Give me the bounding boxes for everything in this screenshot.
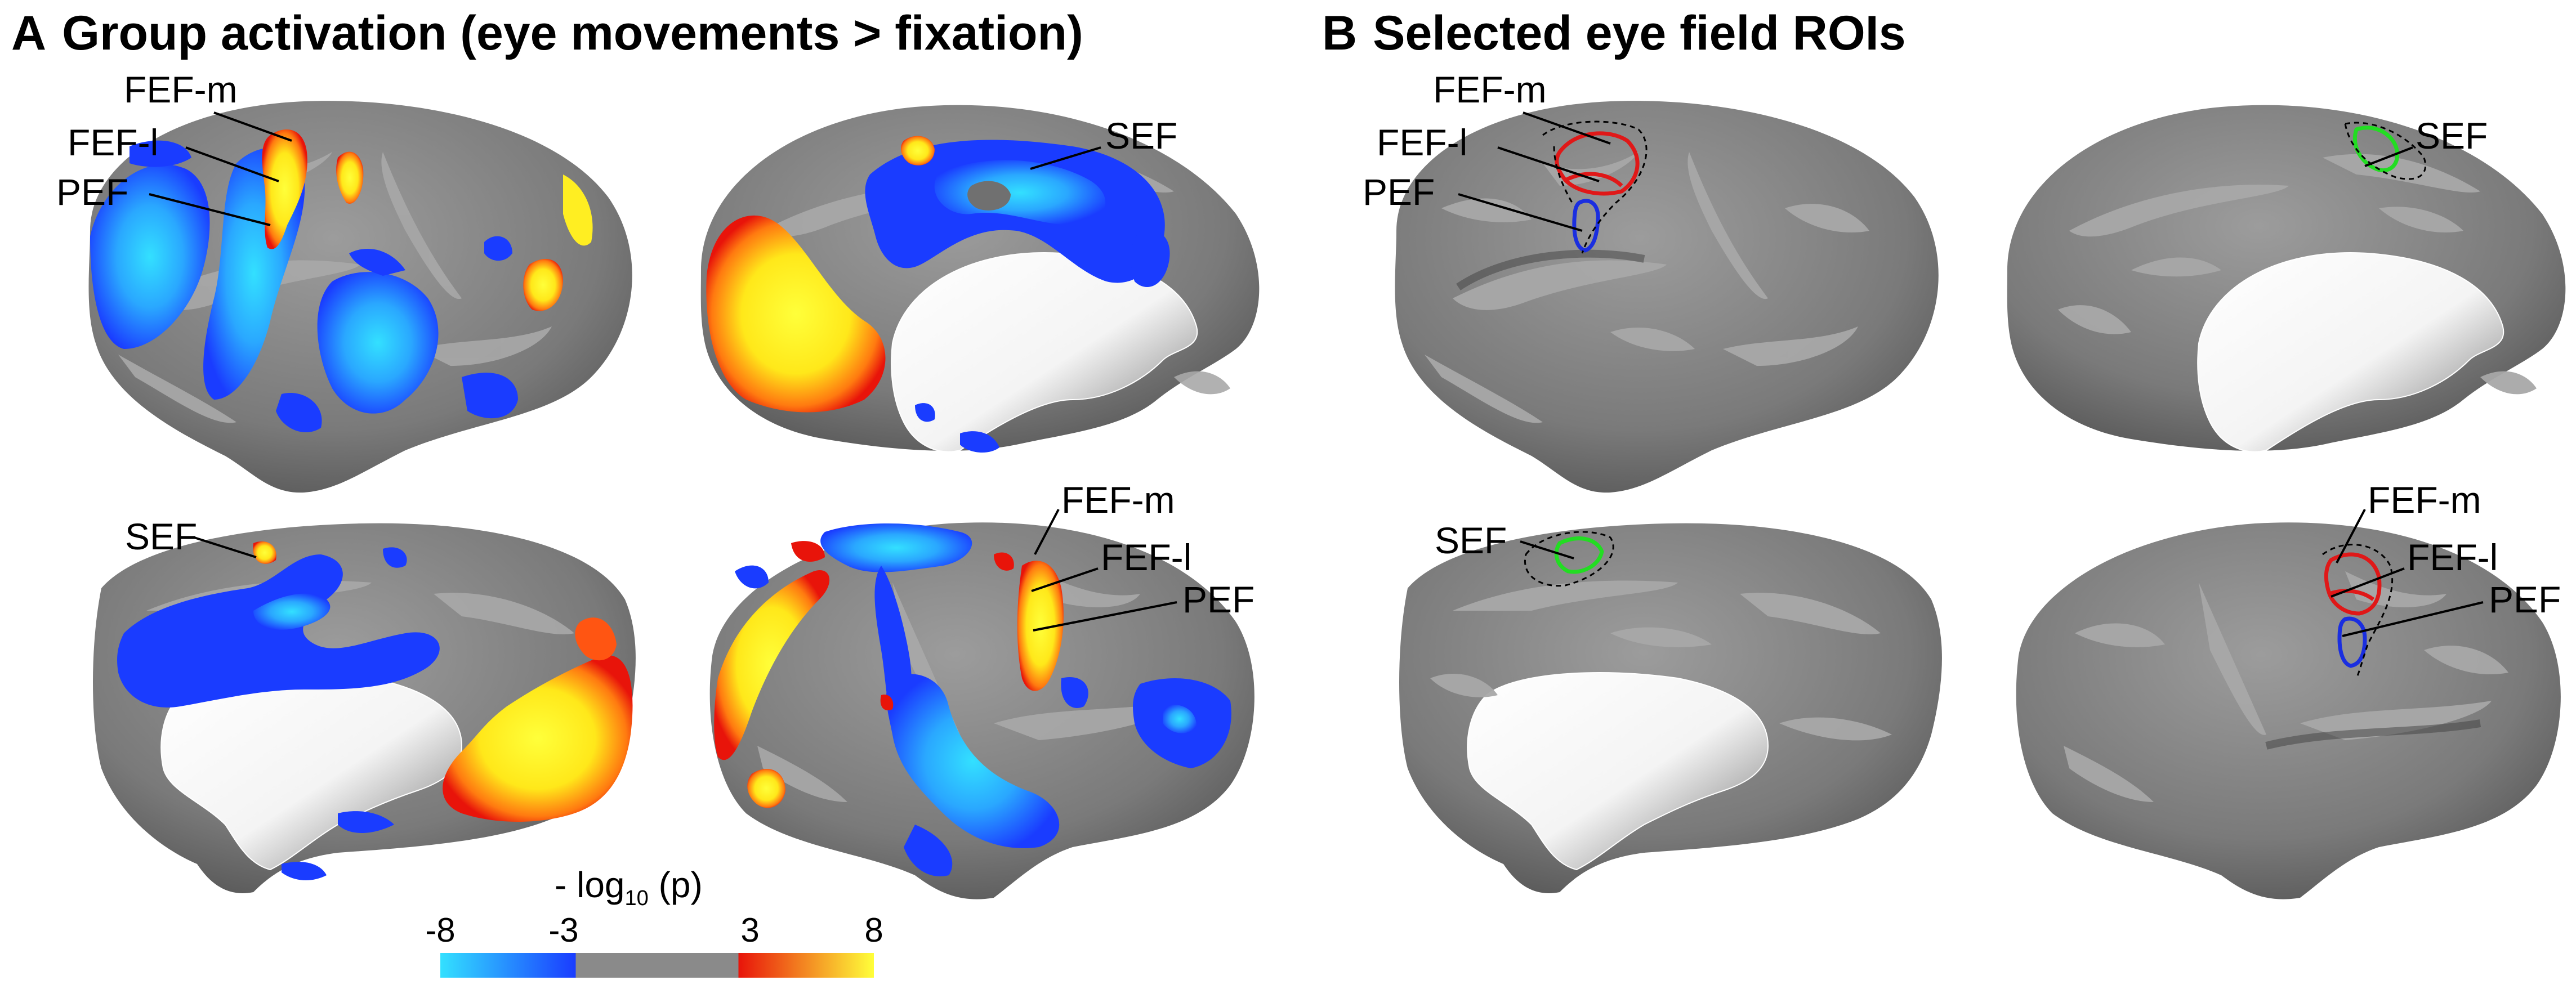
colorbar-tick-0: -8	[425, 911, 456, 949]
colorbar-tick-3: 8	[864, 911, 883, 949]
panel-b-title: B Selected eye field ROIs	[1322, 2, 1906, 64]
label-b-pef-right: PEF	[2489, 579, 2561, 620]
medial-right-cold-clusters	[117, 547, 440, 881]
label-b-sef-bottom: SEF	[1435, 520, 1507, 561]
colorbar	[440, 953, 874, 978]
colorbar-title-prefix: - log	[555, 865, 625, 905]
medial-right-hot-clusters	[253, 541, 633, 822]
colorbar-title-suffix: (p)	[648, 865, 703, 905]
colorbar-title-sub: 10	[624, 886, 649, 910]
colorbar-tick-1: -3	[548, 911, 579, 949]
label-a-sef-bottom: SEF	[125, 516, 198, 557]
label-b-pef: PEF	[1363, 171, 1435, 213]
lateral-right-hot-clusters	[714, 541, 1064, 808]
panel-b-heading: Selected eye field ROIs	[1373, 6, 1906, 60]
panel-b-medial-right-brain	[1399, 523, 1942, 893]
medial-left-hot-clusters	[706, 136, 935, 413]
label-b-fef-l: FEF-l	[1377, 122, 1468, 163]
label-b-fef-l-right: FEF-l	[2407, 536, 2498, 578]
panel-a-title: A Group activation (eye movements > fixat…	[11, 2, 1083, 64]
colorbar-tick-2: 3	[740, 911, 760, 949]
panel-a-heading: Group activation (eye movements > fixati…	[62, 6, 1083, 60]
colorbar-title: - log10 (p)	[555, 864, 703, 911]
label-a-fef-l-right: FEF-l	[1101, 536, 1192, 578]
medial-left-cold-clusters	[865, 140, 1170, 453]
label-a-fef-m: FEF-m	[124, 69, 238, 110]
panel-a-letter: A	[11, 6, 47, 60]
label-a-fef-l: FEF-l	[68, 122, 159, 163]
label-b-sef-top: SEF	[2416, 115, 2488, 156]
panel-b-medial-left-brain	[2007, 105, 2566, 453]
lateral-right-cold-clusters	[735, 523, 1231, 876]
panel-a-medial-right-brain	[93, 523, 636, 893]
label-a-pef: PEF	[56, 171, 129, 213]
medial-right-roi-outlines	[1524, 531, 1614, 587]
label-b-fef-m: FEF-m	[1433, 69, 1547, 110]
label-a-fef-m-right: FEF-m	[1061, 479, 1175, 521]
label-a-sef-top: SEF	[1105, 115, 1178, 156]
label-a-pef-right: PEF	[1182, 579, 1255, 620]
panel-a-medial-left-brain	[700, 105, 1260, 453]
label-b-fef-m-right: FEF-m	[2368, 479, 2481, 521]
panel-b-letter: B	[1322, 6, 1358, 60]
